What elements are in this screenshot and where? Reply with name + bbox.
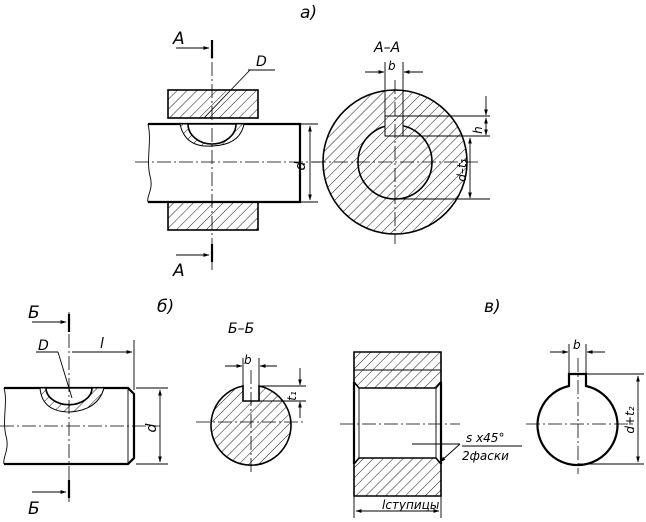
chamfer-label-1: s x45° xyxy=(466,431,504,445)
section-aa-label: А–А xyxy=(373,40,400,56)
arrow-a-bottom-label: А xyxy=(172,261,185,281)
figure-v-label: в) xyxy=(484,297,501,317)
figure-b-label: б) xyxy=(157,297,174,317)
arrow-b-top-label: Б xyxy=(28,303,40,323)
figure-a: а) А А D d xyxy=(135,3,320,281)
leader-d-a xyxy=(203,69,251,119)
leader-d-b xyxy=(57,351,73,399)
dim-d-b-label: d xyxy=(144,423,160,432)
dim-t1-bb-label: t₁ xyxy=(285,391,299,401)
dim-dt2-label: d+t₂ xyxy=(623,406,637,433)
dim-h-aa-label: h xyxy=(471,126,485,134)
arrow-b-bottom-label: Б xyxy=(28,499,40,519)
section-aa: А–А b h d–t₁ xyxy=(312,40,490,244)
dim-l-b-label: l xyxy=(100,336,104,352)
dim-b-aa-label: b xyxy=(388,59,396,73)
dim-b-bore-label: b xyxy=(573,338,581,352)
bore-with-keyway xyxy=(536,372,619,467)
arrow-a-top-label: А xyxy=(172,29,185,49)
cutter-d-a-label: D xyxy=(256,54,267,70)
dim-b-bb-label: b xyxy=(244,353,252,367)
dim-d-a-label: d xyxy=(293,161,309,170)
section-bb-label: Б–Б xyxy=(228,321,254,337)
figure-b: б) Б Б D l d xyxy=(0,297,174,519)
cutter-d-b-label: D xyxy=(38,338,49,354)
section-bb: Б–Б b t₁ xyxy=(196,321,306,474)
dim-dt1-aa-label: d–t₁ xyxy=(455,158,469,181)
hub-top-a xyxy=(167,89,259,119)
shaft-break-b xyxy=(3,387,8,465)
figure-v: в) s x45° 2фаски lступицы xyxy=(340,297,522,518)
hub-lower-wall xyxy=(353,457,442,497)
section-v-bore: b d+t₂ xyxy=(526,338,644,474)
key-aa xyxy=(384,115,404,137)
chamfer-leader xyxy=(439,443,461,463)
dim-lhub-label: lступицы xyxy=(382,498,439,512)
hub-bottom-a xyxy=(167,201,259,231)
shaft-break-a xyxy=(147,123,152,203)
figure-a-label: а) xyxy=(300,3,317,23)
chamfer-label-2: 2фаски xyxy=(462,449,509,463)
